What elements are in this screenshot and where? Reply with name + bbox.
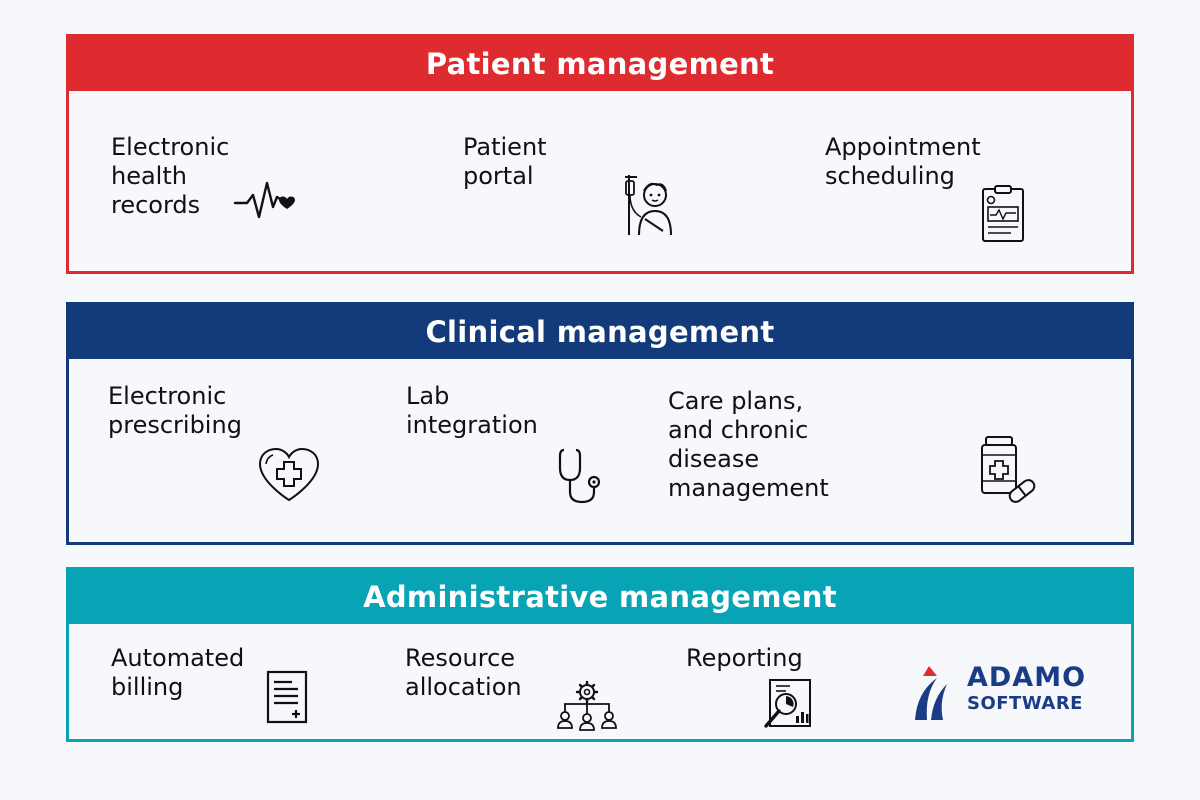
adamo-software-logo: ADAMO SOFTWARE	[911, 662, 1111, 722]
heart-medical-cross-icon	[258, 447, 320, 502]
patient-iv-drip-icon	[625, 175, 672, 236]
item-label: Patient portal	[463, 133, 547, 190]
item-label: Electronic prescribing	[108, 382, 242, 439]
adamo-logo-icon	[915, 666, 947, 720]
section-title: Patient management	[69, 37, 1131, 91]
team-gear-icon	[557, 680, 617, 731]
document-plus-icon	[266, 670, 308, 724]
item-label: Lab integration	[406, 382, 538, 439]
logo-wordmark-line2: SOFTWARE	[967, 693, 1083, 714]
heartbeat-icon	[233, 181, 295, 219]
item-label: Resource allocation	[405, 644, 522, 701]
patient-management-section: Patient management Electronic health rec…	[66, 34, 1134, 274]
stethoscope-icon	[558, 448, 601, 504]
section-title: Clinical management	[69, 305, 1131, 359]
logo-wordmark-line1: ADAMO	[967, 662, 1087, 693]
administrative-management-section: Administrative management Automated bill…	[66, 567, 1134, 742]
clinical-management-section: Clinical management Electronic prescribi…	[66, 302, 1134, 545]
item-label: Electronic health records	[111, 133, 230, 219]
item-label: Automated billing	[111, 644, 245, 701]
medicine-bottle-pill-icon	[981, 436, 1036, 503]
item-label: Reporting	[686, 644, 803, 672]
item-label: Care plans, and chronic disease manageme…	[668, 387, 829, 502]
clipboard-chart-icon	[982, 185, 1024, 242]
item-label: Appointment scheduling	[825, 133, 981, 190]
report-magnifier-icon	[764, 679, 811, 728]
section-title: Administrative management	[69, 570, 1131, 624]
